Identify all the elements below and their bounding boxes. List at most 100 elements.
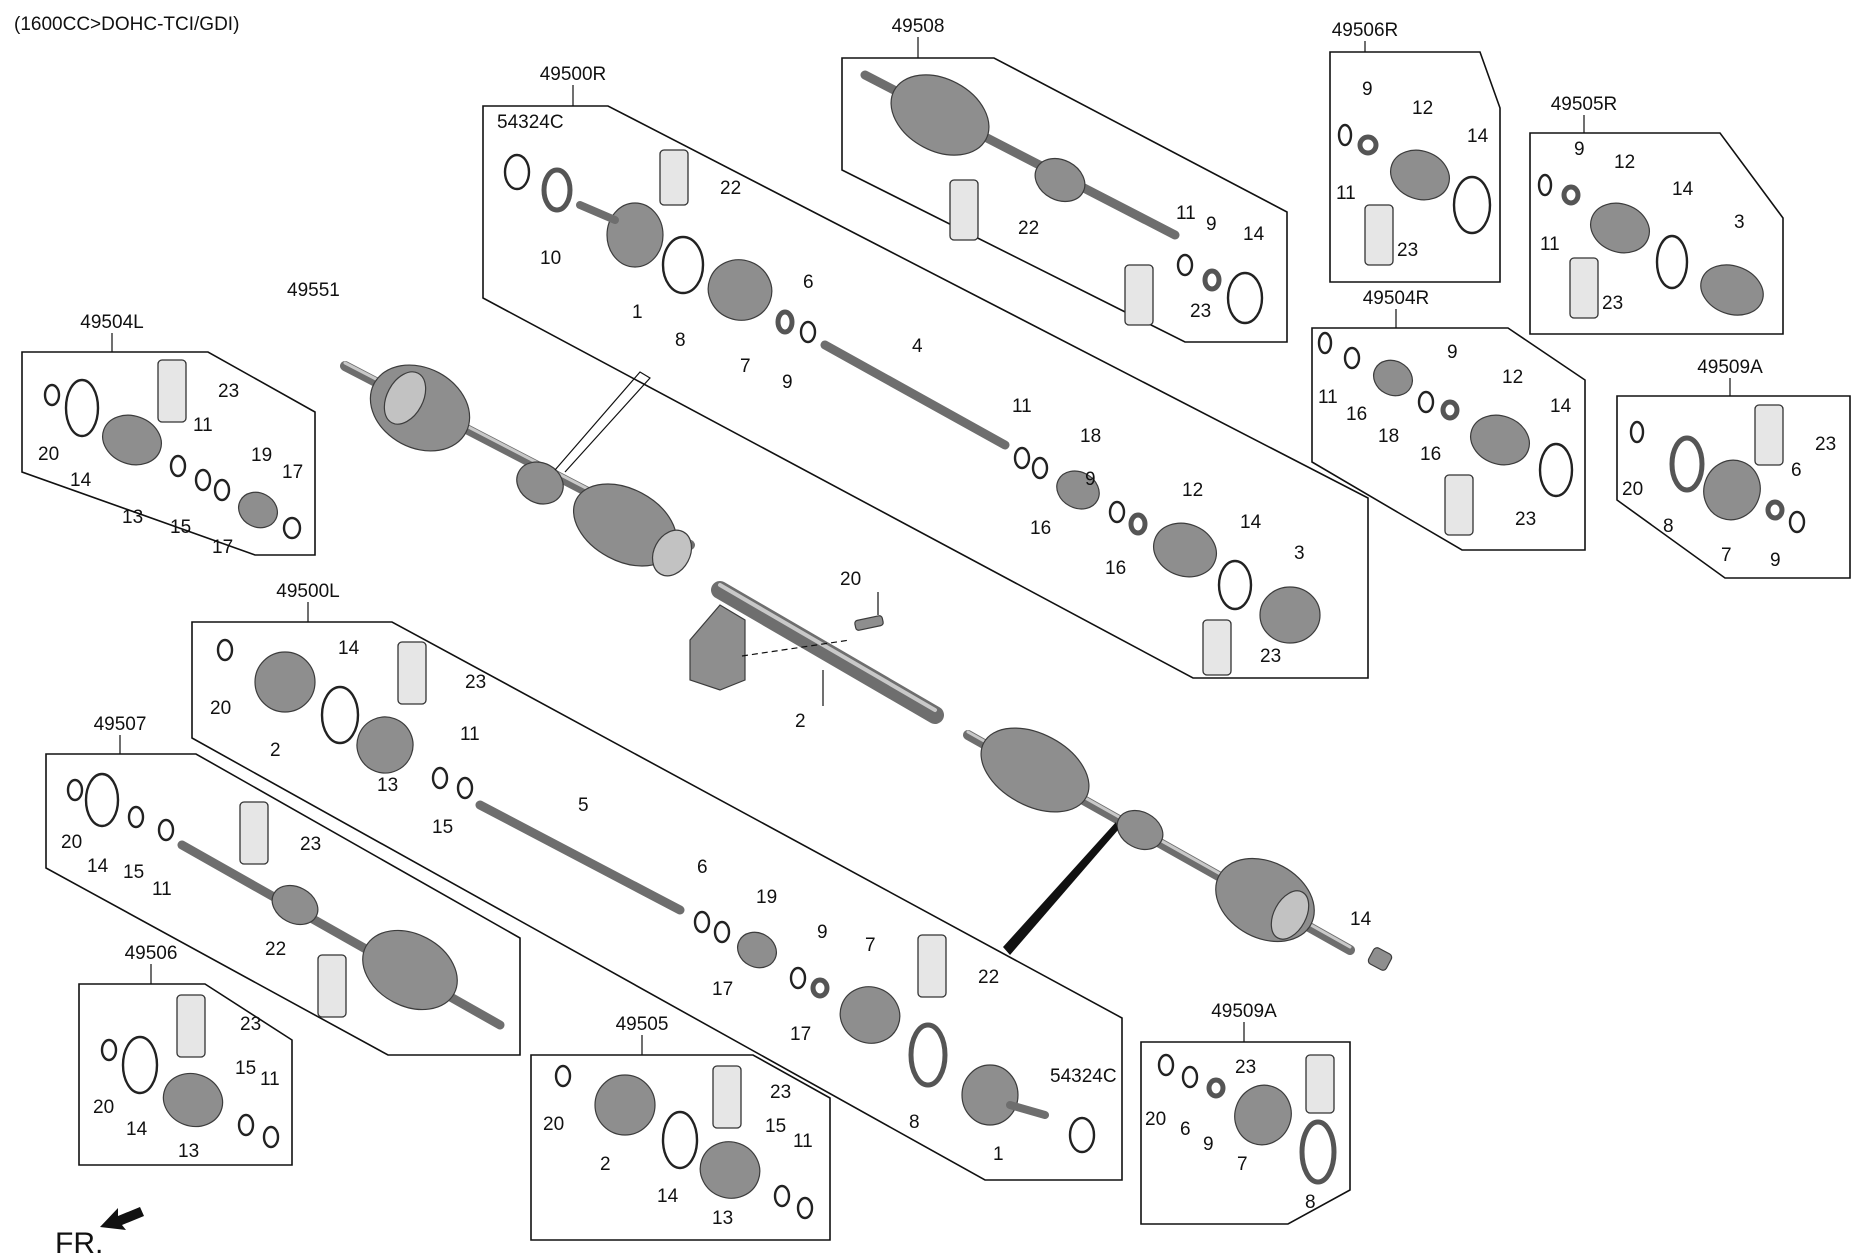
frame-49507 (45, 753, 521, 1056)
part-callout: 13 (377, 775, 398, 796)
part-callout: 2 (600, 1154, 611, 1175)
parts-49509A-top (1629, 404, 1806, 534)
part-callout: 7 (740, 356, 751, 377)
part-callout: 9 (1203, 1134, 1214, 1155)
part-callout: 14 (126, 1119, 148, 1140)
part-callout: 14 (87, 856, 109, 877)
part-callout: 12 (1182, 480, 1203, 501)
part-callout: 23 (1815, 434, 1836, 455)
part-callout: 11 (1336, 183, 1356, 204)
parts-49504L (43, 359, 302, 540)
part-callout: 11 (260, 1069, 280, 1090)
part-callout: 14 (1467, 126, 1489, 147)
part-callout: 2 (270, 740, 281, 761)
front-label: FR. (55, 1227, 103, 1259)
standalone-labels: 20 2 14 (795, 569, 1372, 930)
code-49506R: 49506R (1332, 20, 1399, 41)
part-callout: 23 (1397, 240, 1418, 261)
part-callout: 11 (1012, 396, 1032, 417)
part-callout: 9 (817, 922, 828, 943)
part-callout: 23 (465, 672, 486, 693)
part-callout: 14 (1550, 396, 1572, 417)
group-code-labels: 49500R 49508 49506R 49505R 49504R 49509A… (80, 16, 1763, 1055)
main-driveshaft-lower (963, 727, 1393, 971)
code-49509A-bot: 49509A (1211, 1001, 1277, 1022)
parts-49505R (1537, 173, 1764, 319)
code-49500L: 49500L (276, 581, 339, 602)
part-callout: 23 (1515, 509, 1536, 530)
part-callout: 23 (1260, 646, 1281, 667)
frame-49509A-bot (1140, 1041, 1351, 1225)
part-callout: 17 (282, 462, 303, 483)
parts-49508 (860, 70, 1264, 326)
frame-49505R (1529, 132, 1784, 335)
code-49509A-top: 49509A (1697, 357, 1763, 378)
part-callout: 19 (251, 445, 272, 466)
part-callout: 11 (193, 415, 213, 436)
part-callout: 14 (1243, 224, 1265, 245)
part-callout: 15 (432, 817, 453, 838)
part-callout: 18 (1080, 426, 1101, 447)
part-callout: 23 (300, 834, 321, 855)
part-callout: 49551 (287, 280, 340, 301)
part-callout: 12 (1412, 98, 1433, 119)
frame-49506R (1329, 51, 1501, 283)
part-callout: 23 (218, 381, 239, 402)
part-callout: 17 (712, 979, 733, 1000)
part-callout: 7 (1721, 545, 1732, 566)
part-callout: 12 (1614, 152, 1635, 173)
frame-49500R (482, 105, 1369, 679)
part-callout: 9 (1770, 550, 1781, 571)
part-callout: 16 (1030, 518, 1051, 539)
part-callout: 15 (170, 517, 191, 538)
part-callout: 8 (675, 330, 686, 351)
code-49506: 49506 (125, 943, 178, 964)
part-callout: 20 (93, 1097, 114, 1118)
parts-49504R (1317, 331, 1574, 536)
part-callout: 1 (632, 302, 643, 323)
code-49500R: 49500R (540, 64, 607, 85)
part-callout: 13 (712, 1208, 733, 1229)
callout-49551-bottom: 14 (1350, 909, 1372, 930)
part-callout: 5 (578, 795, 589, 816)
frame-49504L (21, 351, 316, 556)
part-callout: 9 (1362, 79, 1373, 100)
part-callout: 11 (793, 1131, 813, 1152)
part-callout: 19 (756, 887, 777, 908)
part-callout: 6 (1791, 460, 1802, 481)
part-callout: 9 (1085, 469, 1096, 490)
part-callout: 23 (770, 1082, 791, 1103)
code-49508: 49508 (892, 16, 945, 37)
part-callout: 16 (1105, 558, 1126, 579)
frame-49508 (841, 57, 1288, 343)
part-callout: 22 (720, 178, 741, 199)
part-callout: 13 (122, 507, 143, 528)
part-callout: 14 (338, 638, 360, 659)
part-callout: 3 (1734, 212, 1745, 233)
frame-49509A-top (1616, 395, 1851, 579)
part-callout: 16 (1346, 404, 1367, 425)
part-callout: 20 (61, 832, 82, 853)
part-callout: 20 (1145, 1109, 1166, 1130)
part-callout: 20 (543, 1114, 564, 1135)
part-callout: 54324C (1050, 1066, 1117, 1087)
parts-49507 (66, 772, 505, 1030)
part-callout: 8 (1663, 516, 1674, 537)
part-callout: 11 (1176, 203, 1196, 224)
frame-49506 (78, 983, 293, 1166)
part-callout: 14 (1672, 179, 1694, 200)
part-callout: 20 (1622, 479, 1643, 500)
code-49507: 49507 (94, 714, 147, 735)
part-callout: 7 (1237, 1154, 1248, 1175)
part-callout: 22 (1018, 218, 1039, 239)
part-callout: 11 (152, 879, 172, 900)
part-callout: 16 (1420, 444, 1441, 465)
code-49505R: 49505R (1551, 94, 1618, 115)
part-callout: 23 (1602, 293, 1623, 314)
code-49504L: 49504L (80, 312, 143, 333)
part-callout: 13 (178, 1141, 199, 1162)
part-callout: 11 (460, 724, 480, 745)
part-callout: 18 (1378, 426, 1399, 447)
